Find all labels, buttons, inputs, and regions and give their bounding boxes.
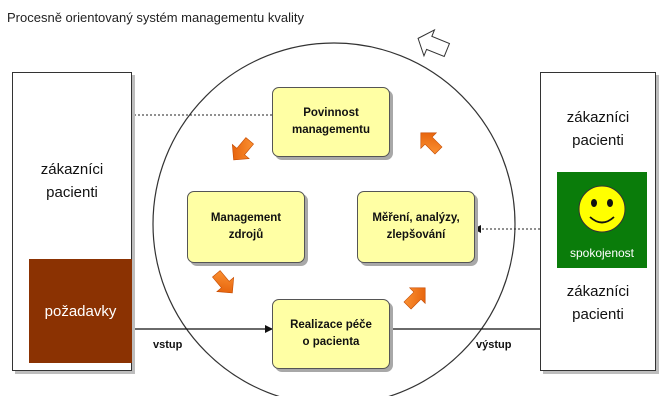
cycle-arrow-icon <box>212 270 235 294</box>
cycle-arrow-icon <box>420 132 443 155</box>
customer-label: zákazníci <box>40 161 104 178</box>
satisfaction-box: spokojenost <box>557 172 647 268</box>
output-label: výstup <box>476 339 512 351</box>
cycle-arrow-icon <box>403 287 426 310</box>
patient-label: pacienti <box>572 132 624 149</box>
customer-label: zákazníci <box>566 283 630 300</box>
process-resource-management: Management zdrojů <box>187 191 305 263</box>
customer-label: zákazníci <box>566 109 630 126</box>
patient-label: pacienti <box>46 184 98 201</box>
process-measurement-improvement: Měření, analýzy, zlepšování <box>357 191 475 263</box>
satisfaction-label: spokojenost <box>569 246 635 260</box>
rotation-direction-icon <box>417 28 451 58</box>
process-management-responsibility: Povinnost managementu <box>272 87 390 157</box>
requirements-box: požadavky <box>29 259 132 363</box>
patient-label: pacienti <box>572 306 624 323</box>
input-label: vstup <box>153 339 183 351</box>
cycle-arrow-icon <box>231 137 254 161</box>
process-circle <box>152 42 516 396</box>
process-care-realization: Realizace péče o pacienta <box>272 299 390 369</box>
diagram-title: Procesně orientovaný systém managementu … <box>7 10 304 25</box>
smiley-face-icon <box>578 185 626 233</box>
